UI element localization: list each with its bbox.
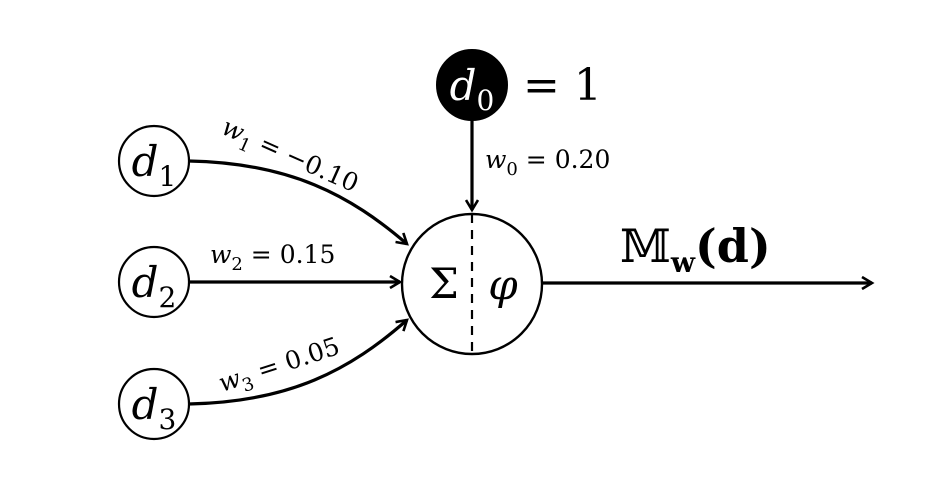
- svg-text:d2: d2: [132, 258, 177, 314]
- weight-label-w2: w2 = 0.15: [210, 240, 335, 275]
- sigma-symbol: Σ: [429, 259, 459, 308]
- edge-d1-to-unit: [188, 159, 407, 244]
- svg-text:d3: d3: [132, 380, 177, 436]
- bias-equals-label: = 1: [523, 60, 602, 111]
- bias-node-d0: d0: [436, 49, 508, 121]
- svg-text:d0: d0: [450, 61, 495, 117]
- output-label: 𝕄w(d): [620, 219, 771, 279]
- weight-label-w1: w1 = −0.10: [215, 112, 363, 203]
- phi-symbol: φ: [488, 260, 518, 309]
- input-node-d1: d1: [117, 124, 191, 198]
- weight-label-w0: w0 = 0.20: [485, 145, 610, 180]
- svg-text:d1: d1: [132, 137, 177, 193]
- summation-unit: Σ φ: [400, 212, 544, 356]
- input-node-d2: d2: [117, 245, 191, 319]
- edge-d3-to-unit: [188, 320, 407, 406]
- input-node-d3: d3: [117, 367, 191, 441]
